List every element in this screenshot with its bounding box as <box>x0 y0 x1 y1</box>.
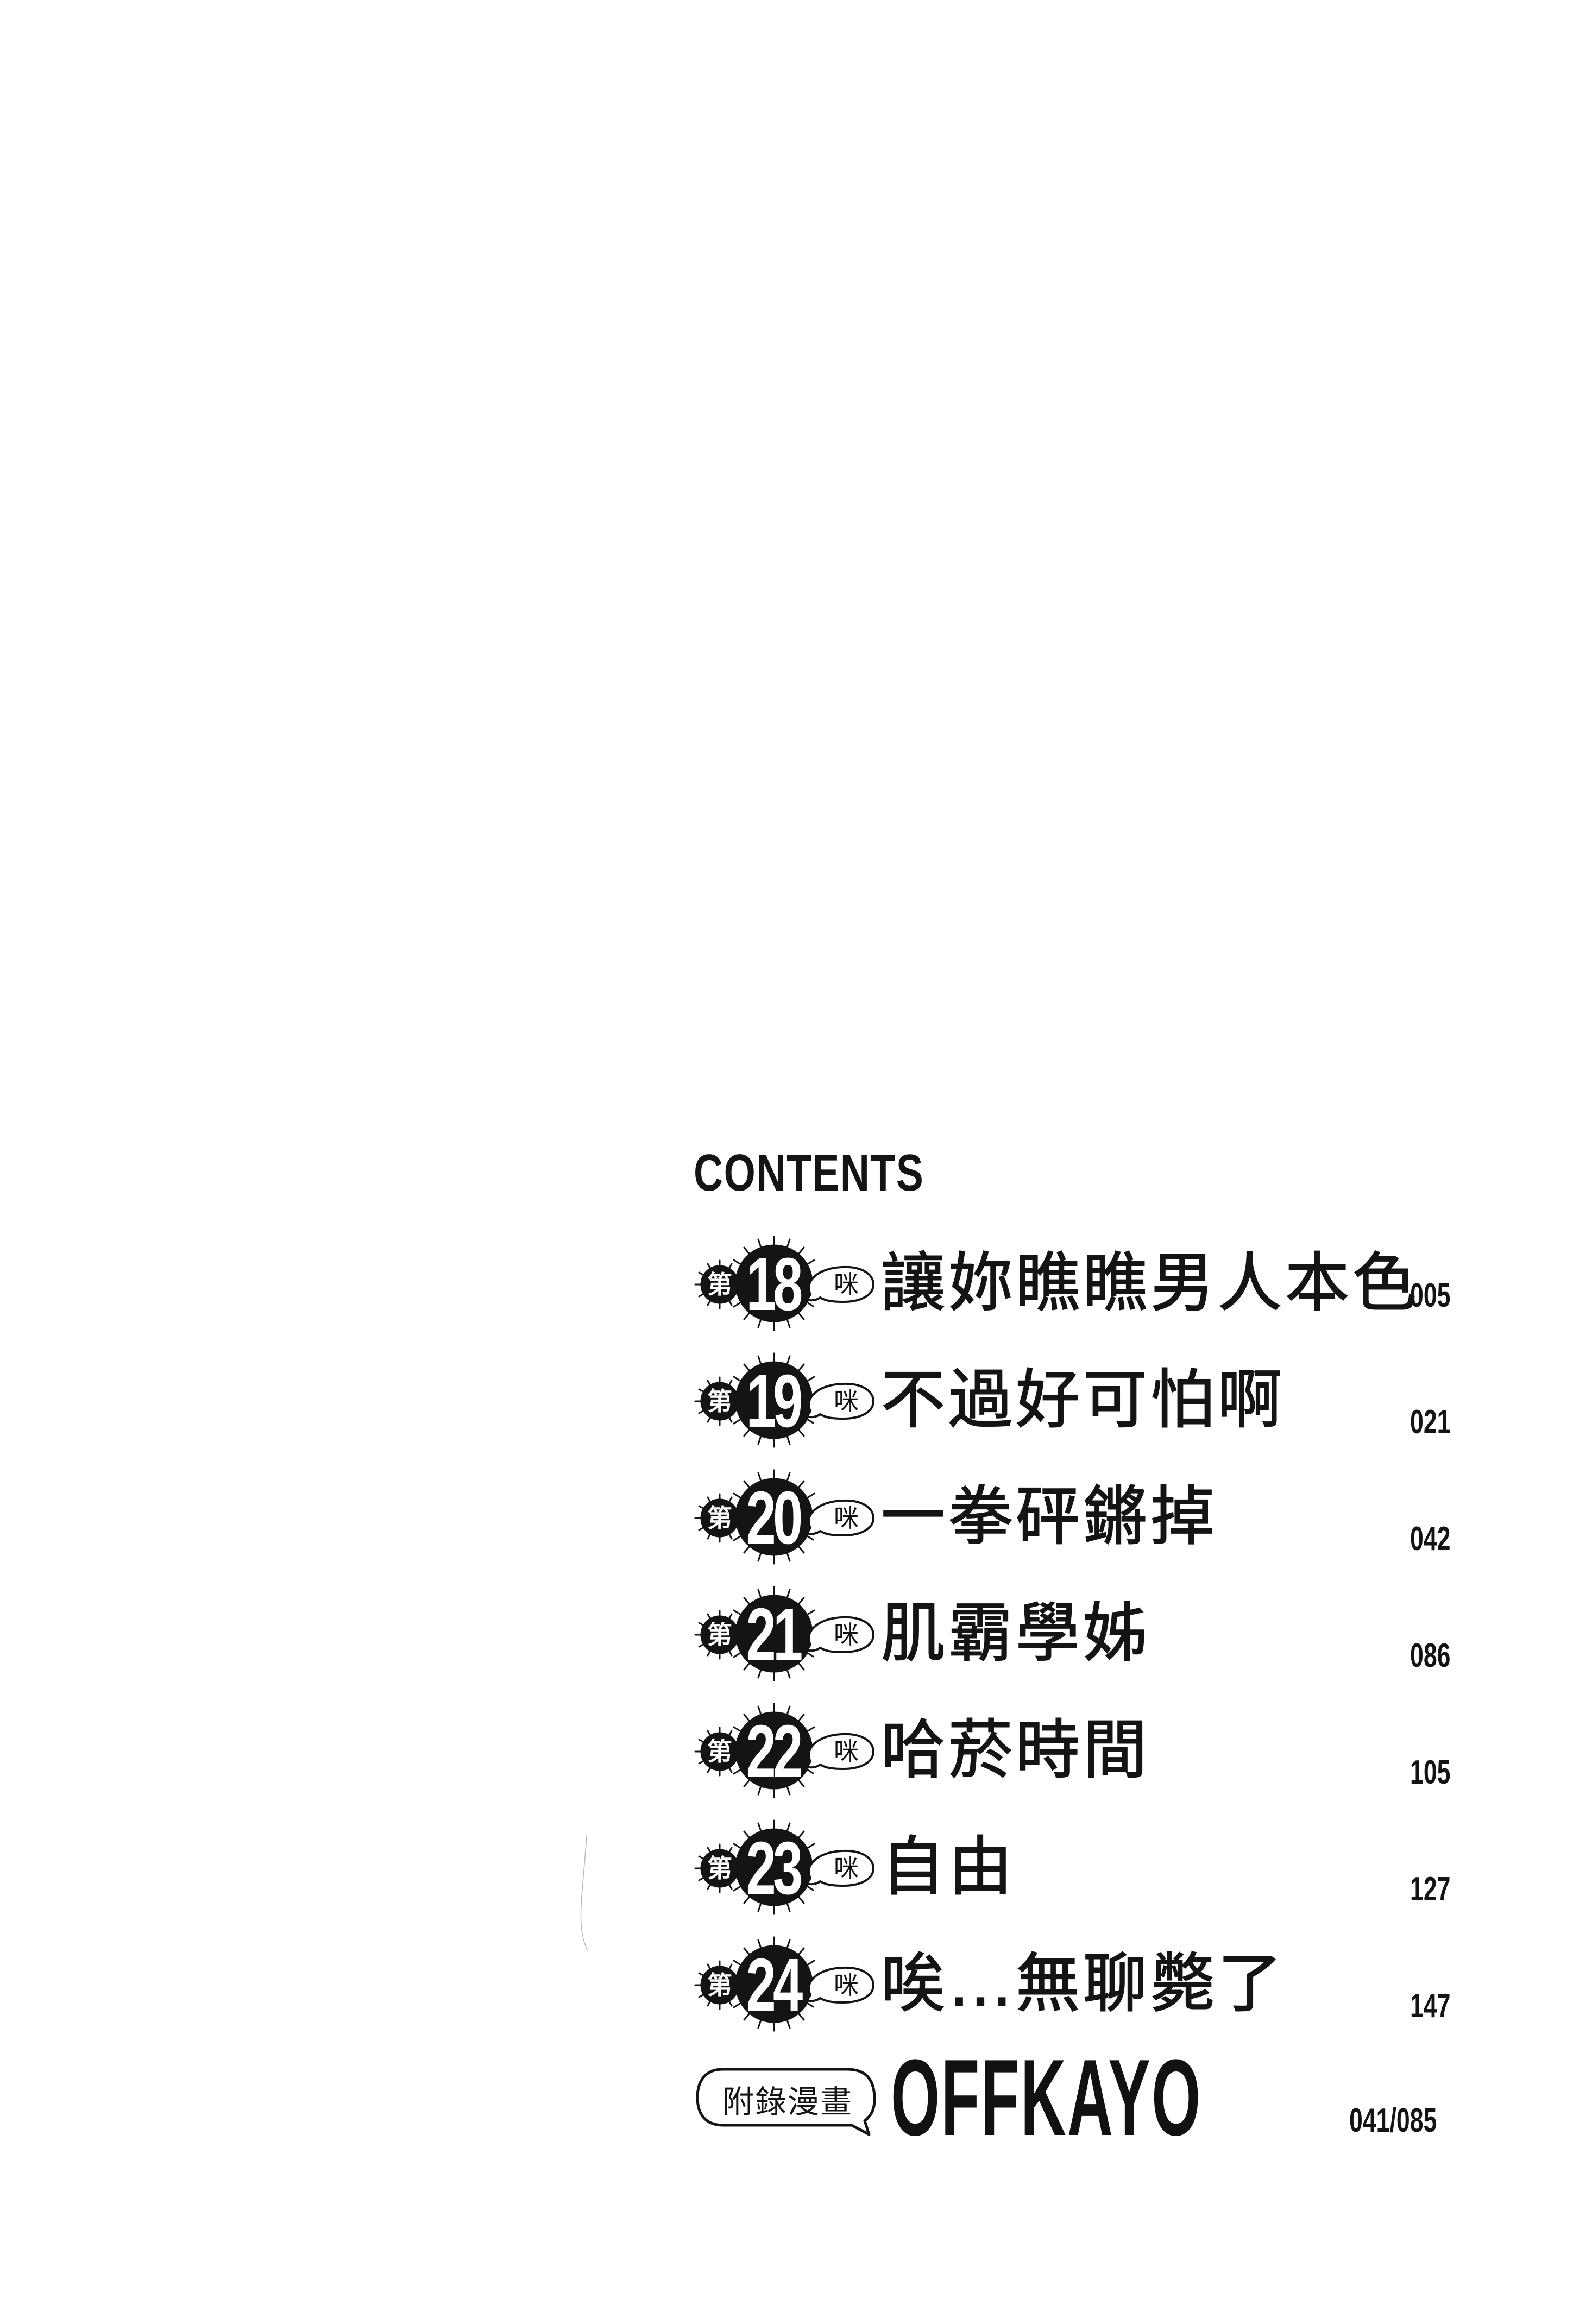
chapter-page-number: 042 <box>1410 1520 1451 1558</box>
chapter-title[interactable]: 一拳砰鏘掉 <box>880 1479 1218 1554</box>
spiky-badge-icon <box>694 1819 875 1915</box>
chapter-title[interactable]: 自由 <box>880 1829 1016 1904</box>
speech-bubble-icon <box>696 2068 876 2136</box>
chapter-badge: 第 24 咪 <box>690 1931 880 2039</box>
chapter-row[interactable]: 第 21 咪 肌霸學姊 086 <box>690 1580 1494 1689</box>
chapter-prefix: 第 <box>707 1387 732 1416</box>
chapter-row[interactable]: 第 24 咪 唉…無聊斃了 147 <box>690 1931 1494 2039</box>
chapter-number: 23 <box>746 1827 803 1910</box>
spiky-badge-icon <box>694 1703 875 1798</box>
chapter-title[interactable]: 肌霸學姊 <box>880 1596 1151 1671</box>
chapter-title[interactable]: 哈菸時間 <box>880 1712 1151 1787</box>
chapter-page-number: 105 <box>1410 1754 1451 1791</box>
chapter-page-number: 147 <box>1410 1987 1451 2025</box>
chapter-prefix: 第 <box>707 1737 732 1766</box>
chapter-badge: 第 23 咪 <box>690 1814 880 1923</box>
scan-artifact-line <box>577 1834 593 1951</box>
chapter-number: 22 <box>746 1710 803 1793</box>
chapter-number: 21 <box>746 1593 803 1677</box>
chapter-page-number: 086 <box>1410 1637 1451 1674</box>
spiky-badge-icon <box>694 1352 875 1448</box>
chapter-badge: 第 22 咪 <box>690 1697 880 1806</box>
chapter-prefix: 第 <box>707 1970 732 2000</box>
chapter-suffix: 咪 <box>834 1503 859 1533</box>
appendix-label: 附錄漫畫 <box>722 2083 853 2120</box>
chapter-prefix: 第 <box>707 1503 732 1533</box>
contents-heading: CONTENTS <box>694 1144 924 1202</box>
chapter-badge: 第 21 咪 <box>690 1580 880 1689</box>
chapter-suffix: 咪 <box>834 1270 859 1299</box>
chapter-suffix: 咪 <box>834 1854 859 1883</box>
chapter-title[interactable]: 唉…無聊斃了 <box>880 1946 1286 2021</box>
chapter-suffix: 咪 <box>834 1970 859 2000</box>
appendix-title[interactable]: OFFKAYO <box>891 2037 1202 2158</box>
spiky-badge-icon <box>694 1586 875 1681</box>
spiky-badge-icon <box>694 1936 875 2032</box>
chapter-suffix: 咪 <box>834 1737 859 1766</box>
chapter-prefix: 第 <box>707 1270 732 1299</box>
chapter-row[interactable]: 第 19 咪 不過好可怕啊 021 <box>690 1347 1494 1456</box>
chapter-suffix: 咪 <box>834 1387 859 1416</box>
appendix-page-numbers: 041/085 <box>1349 2102 1437 2139</box>
chapter-page-number: 005 <box>1410 1277 1451 1314</box>
chapter-row[interactable]: 第 23 咪 自由 127 <box>690 1814 1494 1923</box>
chapter-row[interactable]: 第 18 咪 讓妳瞧瞧男人本色 005 <box>690 1230 1494 1339</box>
chapter-title[interactable]: 讓妳瞧瞧男人本色 <box>880 1245 1420 1320</box>
chapter-page-number: 021 <box>1410 1403 1451 1441</box>
chapter-number: 19 <box>746 1359 803 1443</box>
chapter-number: 20 <box>746 1476 803 1560</box>
appendix-label-bubble: 附錄漫畫 <box>690 2048 885 2156</box>
chapter-number: 24 <box>746 1943 803 2027</box>
chapter-badge: 第 19 咪 <box>690 1347 880 1456</box>
chapter-suffix: 咪 <box>834 1620 859 1649</box>
chapter-badge: 第 20 咪 <box>690 1464 880 1572</box>
chapter-title[interactable]: 不過好可怕啊 <box>880 1362 1286 1437</box>
appendix-row[interactable]: 附錄漫畫 OFFKAYO 041/085 <box>690 2037 1494 2158</box>
chapter-row[interactable]: 第 22 咪 哈菸時間 105 <box>690 1697 1494 1806</box>
spiky-badge-icon <box>694 1236 875 1331</box>
chapter-number: 18 <box>746 1243 803 1326</box>
spiky-badge-icon <box>694 1469 875 1565</box>
chapter-page-number: 127 <box>1410 1870 1451 1908</box>
chapter-badge: 第 18 咪 <box>690 1230 880 1339</box>
chapter-prefix: 第 <box>707 1620 732 1649</box>
chapter-prefix: 第 <box>707 1854 732 1883</box>
chapter-row[interactable]: 第 20 咪 一拳砰鏘掉 042 <box>690 1464 1494 1572</box>
